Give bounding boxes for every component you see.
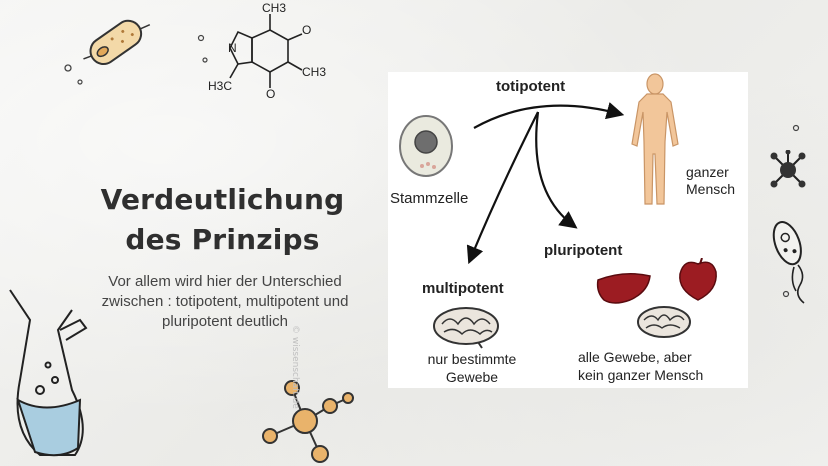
multipotent-description: nur bestimmte Gewebe xyxy=(418,350,526,386)
bacterium-icon xyxy=(83,19,151,66)
dot-decoration xyxy=(792,124,800,132)
pluripotent-description-line1: alle Gewebe, aber xyxy=(578,349,692,365)
svg-text:H3C: H3C xyxy=(208,79,232,93)
heart-organ-icon xyxy=(679,258,717,301)
human-icon xyxy=(631,73,679,205)
flask-icon xyxy=(9,289,88,457)
potency-diagram: totipotent Stammzelle ganzer Mensch plur… xyxy=(388,72,748,388)
multipotent-label: multipotent xyxy=(422,280,504,297)
human-label-line1: ganzer xyxy=(686,164,729,180)
slide-title: Verdeutlichung des Prinzips xyxy=(100,183,345,256)
molecule-icon xyxy=(262,380,354,463)
brain-icon xyxy=(433,307,499,349)
multipotent-description-line1: nur bestimmte xyxy=(427,351,517,367)
svg-text:O: O xyxy=(266,87,275,100)
dot-decoration xyxy=(64,64,83,85)
human-label-line2: Mensch xyxy=(686,181,736,197)
pluripotent-label: pluripotent xyxy=(544,242,623,259)
dot-decoration xyxy=(782,290,790,298)
totipotent-label: totipotent xyxy=(496,78,566,95)
diagram-arrows xyxy=(466,102,625,265)
dot-decoration xyxy=(197,34,208,63)
pluripotent-description: alle Gewebe, aber kein ganzer Mensch xyxy=(578,348,703,384)
pluripotent-description-line2: kein ganzer Mensch xyxy=(578,367,704,383)
multipotent-description-line2: Gewebe xyxy=(445,369,499,385)
slide-body-text: Vor allem wird hier der Unterschied zwis… xyxy=(101,273,349,330)
stem-cell-label: Stammzelle xyxy=(390,190,469,207)
brain-icon xyxy=(637,306,691,338)
microbe-icon xyxy=(772,221,805,304)
watermark: © wissenschaft.de xyxy=(290,325,300,409)
svg-text:CH3: CH3 xyxy=(302,65,326,79)
svg-text:N: N xyxy=(228,41,237,55)
caffeine-molecule-icon: CH3 O CH3 O H3C N xyxy=(208,1,326,100)
human-label: ganzer Mensch xyxy=(686,164,735,198)
liver-icon xyxy=(596,273,651,304)
virus-icon xyxy=(770,150,806,188)
stem-cell-icon xyxy=(399,115,453,177)
svg-text:O: O xyxy=(302,23,311,37)
svg-text:CH3: CH3 xyxy=(262,1,286,15)
